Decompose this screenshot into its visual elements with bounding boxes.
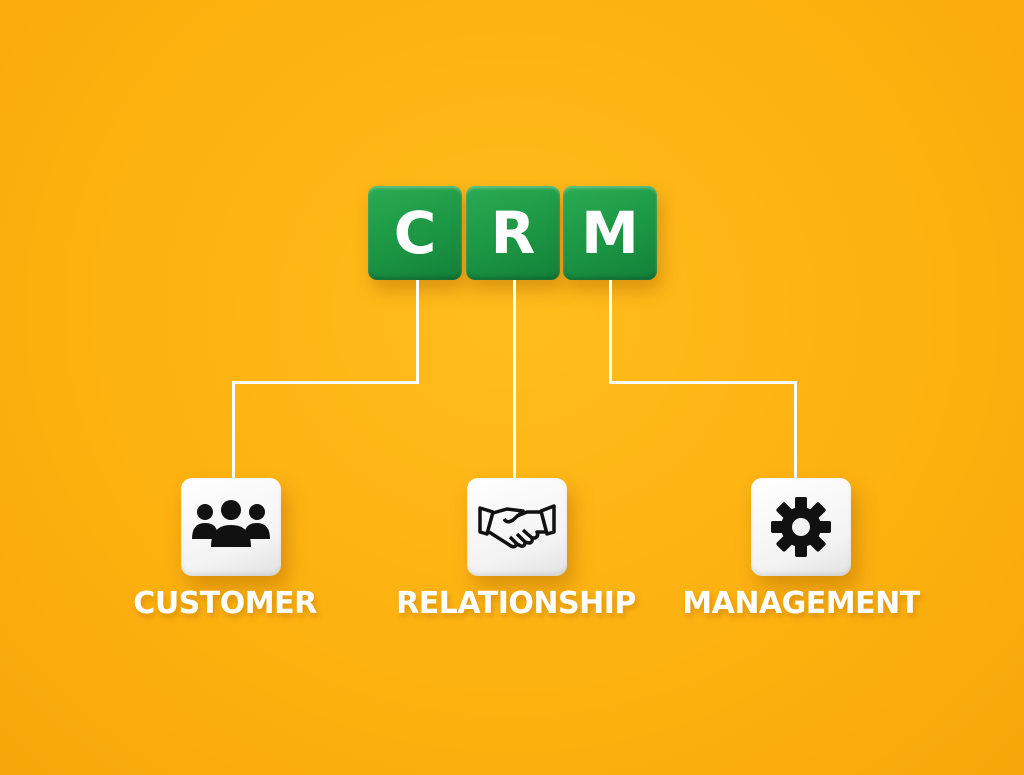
customer-label: CUSTOMER (133, 586, 317, 621)
gear-icon (771, 497, 831, 557)
letter: C (393, 199, 437, 267)
people-group-icon (192, 500, 270, 547)
handshake-icon (478, 504, 556, 549)
management-label: MANAGEMENT (682, 586, 920, 621)
management-cube (751, 478, 851, 576)
letter: M (581, 199, 639, 267)
customer-cube (181, 478, 281, 576)
letter-cube-r: R (466, 186, 560, 280)
relationship-label: RELATIONSHIP (396, 586, 636, 621)
letter: R (490, 199, 536, 267)
relationship-cube (467, 478, 567, 576)
letter-cube-c: C (368, 186, 462, 280)
letter-cube-m: M (563, 186, 657, 280)
